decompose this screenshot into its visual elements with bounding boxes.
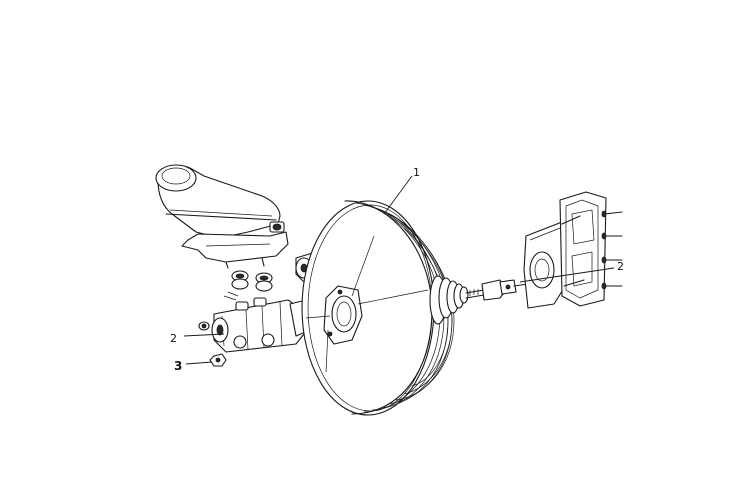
leader-3	[185, 361, 213, 365]
brake-booster	[301, 200, 455, 416]
leader-2-left	[183, 333, 225, 337]
master-cylinder-nut	[209, 353, 227, 367]
brake-fluid-reservoir	[155, 164, 289, 269]
brake-master-cylinder	[198, 297, 319, 353]
callout-leaders	[183, 175, 615, 365]
leader-1	[383, 175, 413, 215]
leader-2-right	[519, 267, 615, 283]
callout-2-left: 2	[170, 332, 177, 345]
callout-2-right: 2	[617, 260, 624, 273]
booster-push-rod-boot	[429, 275, 529, 325]
callout-1: 1	[413, 166, 420, 179]
reservoir-grommets	[223, 270, 273, 301]
booster-mounting-bracket	[523, 191, 623, 309]
callout-3: 3	[174, 359, 182, 373]
